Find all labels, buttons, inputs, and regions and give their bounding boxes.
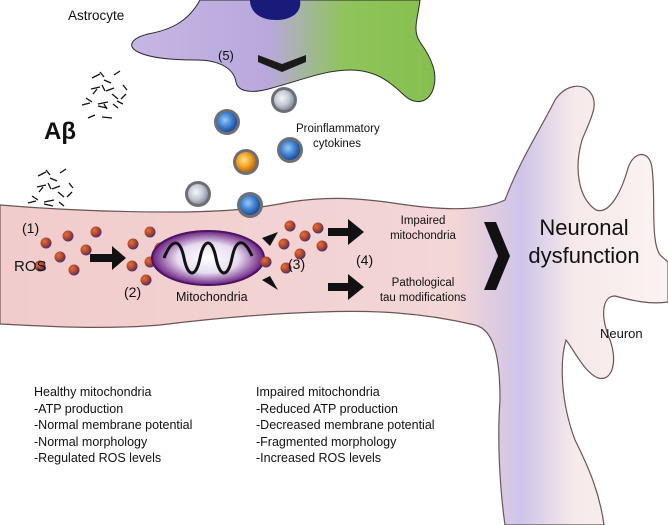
healthy-item: -ATP production bbox=[34, 401, 124, 416]
neuronal-line-1: Neuronal bbox=[539, 215, 629, 240]
ros-particles-right bbox=[260, 220, 328, 274]
impaired-mitochondria-list: Impaired mitochondria -Reduced ATP produ… bbox=[256, 384, 435, 467]
astrocyte-label: Astrocyte bbox=[68, 8, 125, 23]
arrow-ros-to-mitochondria bbox=[90, 246, 126, 270]
impaired-title: Impaired mitochondria bbox=[256, 385, 380, 399]
arrow-to-tau-modifications bbox=[328, 274, 364, 300]
fragment-marker-icon bbox=[262, 276, 278, 290]
healthy-item: -Regulated ROS levels bbox=[34, 451, 162, 465]
neuronal-line-2: dysfunction bbox=[528, 243, 640, 268]
step2-label: (2) bbox=[124, 284, 142, 300]
mitochondria-label: Mitochondria bbox=[176, 290, 248, 304]
neuron-cell bbox=[0, 85, 668, 525]
impaired-item: -Reduced ATP production bbox=[256, 401, 398, 416]
healthy-item: -Normal membrane potential bbox=[34, 418, 193, 432]
cytokines-group bbox=[185, 87, 303, 218]
neuron-label: Neuron bbox=[600, 326, 643, 341]
proinflammatory-line-2: cytokines bbox=[313, 138, 361, 150]
impaired-line-1: Impaired bbox=[400, 215, 446, 227]
step5-label: (5) bbox=[218, 48, 234, 63]
healthy-item: -Normal morphology bbox=[34, 434, 148, 449]
step1-label: (1) bbox=[22, 220, 40, 236]
impaired-item: -Decreased membrane potential bbox=[256, 418, 435, 432]
impaired-mitochondria-label: Impaired mitochondria bbox=[368, 214, 478, 244]
step3-label: (3) bbox=[288, 256, 306, 272]
mitochondrion-cristae bbox=[162, 241, 254, 275]
healthy-title: Healthy mitochondria bbox=[34, 385, 152, 399]
impaired-line-2: mitochondria bbox=[390, 230, 456, 242]
proinflammatory-cytokines-label: Proinflammatory cytokines bbox=[296, 122, 380, 152]
mitochondrion bbox=[151, 230, 265, 286]
ros-particles-left bbox=[34, 226, 102, 276]
neuronal-dysfunction-label: Neuronal dysfunction bbox=[504, 214, 664, 270]
abeta-label: Aβ bbox=[44, 118, 76, 145]
step5-chevron-icon bbox=[258, 55, 306, 72]
tau-line-2: tau modifications bbox=[379, 292, 467, 304]
fragment-marker-icon bbox=[262, 232, 278, 246]
abeta-aggregate-upper bbox=[81, 70, 128, 119]
dysfunction-chevron-icon bbox=[484, 222, 510, 290]
healthy-mitochondria-list: Healthy mitochondria -ATP production -No… bbox=[34, 384, 192, 467]
astrocyte-nucleus bbox=[250, 0, 301, 20]
step4-label: (4) bbox=[356, 252, 374, 268]
tau-modifications-label: Pathological tau modifications bbox=[360, 276, 486, 306]
impaired-item: -Fragmented morphology bbox=[256, 434, 397, 449]
abeta-aggregate-lower bbox=[27, 168, 74, 207]
tau-line-1: Pathological bbox=[391, 277, 455, 289]
astrocyte-cell bbox=[131, 0, 436, 102]
arrow-to-impaired-mitochondria bbox=[328, 219, 364, 245]
proinflammatory-line-1: Proinflammatory bbox=[296, 123, 380, 135]
impaired-item: -Increased ROS levels bbox=[256, 451, 382, 465]
ros-label: ROS bbox=[14, 258, 47, 275]
